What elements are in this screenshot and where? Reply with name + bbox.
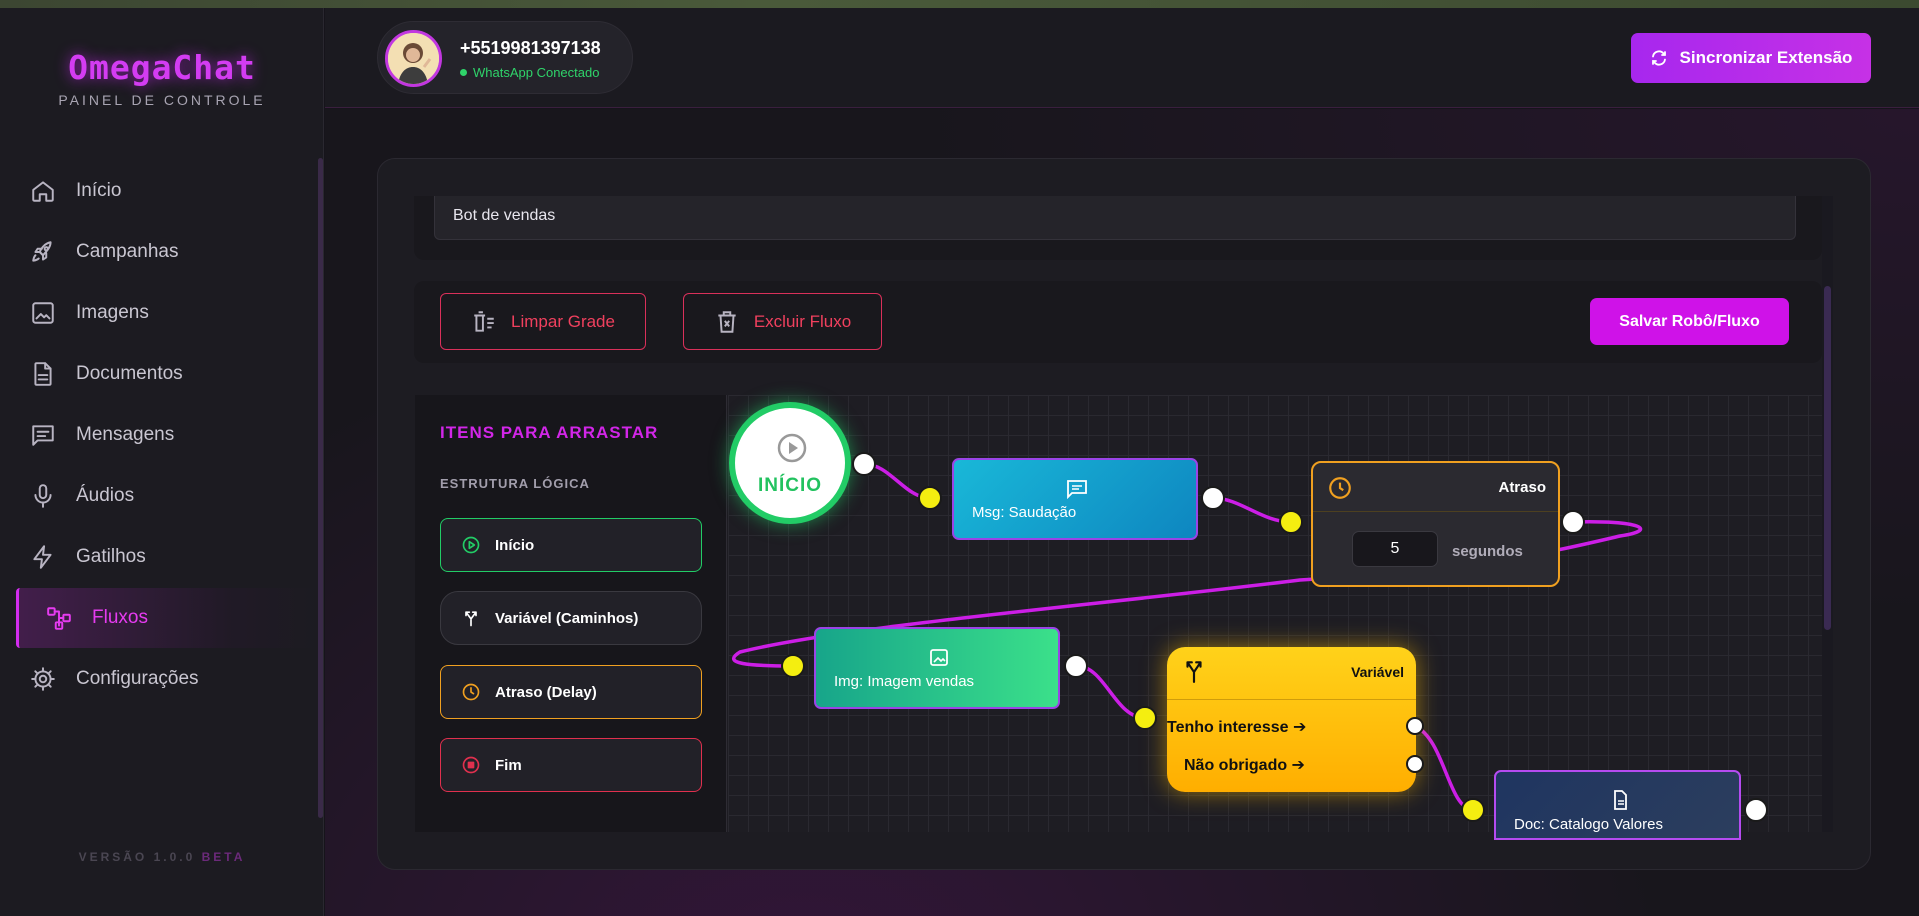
node-variable[interactable]: Variável Tenho interesse ➔ Não obrigado …	[1167, 647, 1416, 792]
whatsapp-status: WhatsApp Conectado	[460, 65, 599, 80]
node-delay-header: Atraso	[1313, 463, 1558, 512]
sidebar-item-imagens[interactable]: Imagens	[16, 283, 318, 343]
clock-icon	[462, 683, 480, 701]
node-document-label: Doc: Catalogo Valores	[1514, 816, 1663, 833]
port-document-out[interactable]	[1744, 798, 1768, 822]
variable-option-1: Tenho interesse ➔	[1167, 719, 1307, 736]
palette-item-fim[interactable]: Fim	[440, 738, 702, 792]
port-message-out[interactable]	[1201, 486, 1225, 510]
top-header: +5519981397138 WhatsApp Conectado Sincro…	[325, 8, 1919, 108]
node-variable-divider	[1167, 699, 1416, 700]
microphone-icon	[28, 481, 58, 511]
sidebar-item-label: Campanhas	[76, 241, 179, 262]
port-variable-option-2[interactable]	[1406, 755, 1424, 773]
gear-icon	[28, 664, 58, 694]
delay-seconds-input[interactable]: 5	[1352, 531, 1438, 567]
sidebar-item-label: Gatilhos	[76, 546, 146, 567]
port-message-in[interactable]	[918, 486, 942, 510]
node-message-label: Msg: Saudação	[972, 504, 1077, 521]
node-delay[interactable]: Atraso 5 segundos	[1311, 461, 1560, 587]
sidebar-item-label: Mensagens	[76, 424, 175, 445]
document-icon	[28, 359, 58, 389]
image-icon	[28, 298, 58, 328]
sidebar-item-mensagens[interactable]: Mensagens	[16, 405, 318, 465]
sync-extension-button[interactable]: Sincronizar Extensão	[1631, 33, 1871, 83]
brand-subtitle: PAINEL DE CONTROLE	[58, 92, 266, 108]
delete-flow-button[interactable]: Excluir Fluxo	[683, 293, 882, 350]
palette-item-atraso[interactable]: Atraso (Delay)	[440, 665, 702, 719]
version-label: VERSÃO 1.0.0 BETA	[78, 850, 246, 864]
sidebar-item-documentos[interactable]: Documentos	[16, 344, 318, 404]
port-start-out[interactable]	[852, 452, 876, 476]
message-icon	[1067, 480, 1087, 499]
avatar	[385, 30, 442, 87]
port-delay-out[interactable]	[1561, 510, 1585, 534]
card-scrollbar[interactable]	[1824, 286, 1831, 630]
node-message[interactable]: Msg: Saudação	[952, 458, 1198, 540]
port-image-in[interactable]	[781, 654, 805, 678]
sidebar-item-configuracoes[interactable]: Configurações	[16, 649, 318, 709]
status-dot-icon	[460, 69, 467, 76]
sidebar-item-inicio[interactable]: Início	[16, 161, 318, 221]
sidebar-item-label: Imagens	[76, 302, 149, 323]
sidebar-item-audios[interactable]: Áudios	[16, 466, 318, 526]
profile-chip[interactable]: +5519981397138 WhatsApp Conectado	[377, 21, 633, 94]
node-image[interactable]: Img: Imagem vendas	[814, 627, 1060, 709]
rocket-icon	[28, 237, 58, 267]
flow-name-input[interactable]: Bot de vendas	[434, 196, 1796, 240]
node-variable-title: Variável	[1351, 664, 1404, 680]
sidebar-item-label: Início	[76, 180, 122, 201]
phone-number: +5519981397138	[460, 38, 601, 58]
toolbar	[414, 281, 1822, 363]
node-delay-title: Atraso	[1498, 479, 1546, 496]
sidebar-item-label: Configurações	[76, 668, 199, 689]
port-image-out[interactable]	[1064, 654, 1088, 678]
port-variable-option-1[interactable]	[1406, 717, 1424, 735]
flow-icon	[44, 603, 74, 633]
sidebar-item-label: Fluxos	[92, 607, 148, 628]
port-document-in[interactable]	[1461, 798, 1485, 822]
palette-item-inicio[interactable]: Início	[440, 518, 702, 572]
delay-unit-label: segundos	[1452, 543, 1523, 560]
save-flow-button[interactable]: Salvar Robô/Fluxo	[1590, 298, 1789, 345]
branch-icon	[465, 611, 477, 627]
node-start[interactable]: INÍCIO	[729, 402, 851, 524]
document-icon	[1614, 790, 1627, 810]
variable-option-2: Não obrigado ➔	[1184, 757, 1305, 774]
sidebar-item-campanhas[interactable]: Campanhas	[16, 222, 318, 282]
brand-logo: OmegaChat	[68, 48, 256, 87]
stop-circle-icon	[462, 756, 480, 774]
branch-icon	[1186, 661, 1202, 683]
image-icon	[930, 649, 948, 666]
sidebar: OmegaChat PAINEL DE CONTROLE Início Camp…	[0, 8, 324, 916]
clock-icon	[1329, 477, 1351, 499]
clear-grid-button[interactable]: Limpar Grade	[440, 293, 646, 350]
palette-title: ITENS PARA ARRASTAR	[440, 423, 659, 442]
port-variable-in[interactable]	[1133, 706, 1157, 730]
play-circle-icon	[777, 433, 807, 463]
palette-section-title: ESTRUTURA LÓGICA	[440, 476, 590, 491]
sync-icon	[1651, 50, 1666, 66]
sidebar-scrollbar[interactable]	[318, 158, 323, 818]
play-circle-icon	[462, 536, 480, 554]
sidebar-item-fluxos[interactable]: Fluxos	[16, 588, 318, 648]
trash-icon	[718, 310, 736, 333]
clear-list-icon	[474, 310, 494, 332]
node-image-label: Img: Imagem vendas	[834, 673, 975, 690]
node-start-label: INÍCIO	[757, 475, 823, 496]
bolt-icon	[28, 542, 58, 572]
palette-item-variavel[interactable]: Variável (Caminhos)	[440, 591, 702, 645]
window-top-strip	[0, 0, 1919, 8]
home-icon	[28, 176, 58, 206]
message-icon	[28, 420, 58, 450]
sidebar-item-gatilhos[interactable]: Gatilhos	[16, 527, 318, 587]
sidebar-item-label: Áudios	[76, 485, 135, 506]
port-delay-in[interactable]	[1279, 510, 1303, 534]
node-document[interactable]: Doc: Catalogo Valores	[1494, 770, 1741, 840]
sidebar-item-label: Documentos	[76, 363, 183, 384]
